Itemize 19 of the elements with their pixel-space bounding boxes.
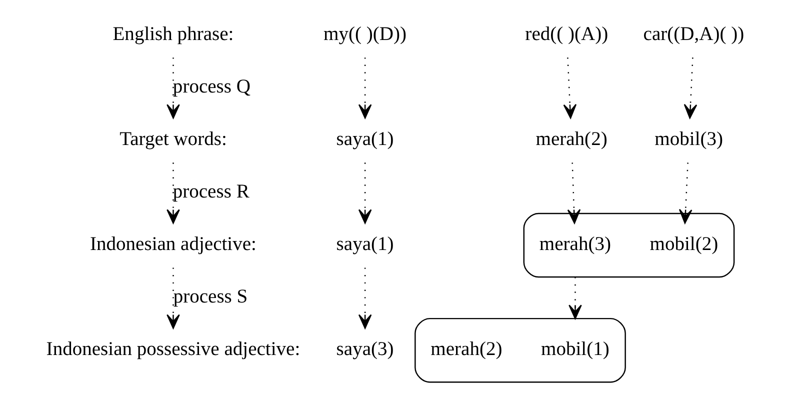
node-text: English phrase: <box>112 24 234 45</box>
edge-label: process R <box>172 181 249 202</box>
node-text: red(( )(A)) <box>524 24 608 45</box>
node-text: mobil(3) <box>654 128 723 150</box>
node-text: saya(1) <box>336 128 394 150</box>
node-text: merah(2) <box>535 128 607 150</box>
edge-label: process S <box>172 286 248 308</box>
node-text: Indonesian possessive adjective: <box>46 338 300 360</box>
node-text: saya(3) <box>336 338 394 360</box>
node-text: car((D,A)( )) <box>642 24 744 45</box>
edge-label: process Q <box>172 76 250 98</box>
node-text: saya(1) <box>336 234 394 255</box>
node-text: merah(2) <box>430 338 502 360</box>
node-text: merah(3) <box>538 234 611 255</box>
node-text: mobil(1) <box>540 338 609 360</box>
node-text: Target words: <box>119 128 226 150</box>
node-text: Indonesian adjective: <box>89 234 256 255</box>
node-text: mobil(2) <box>649 234 718 255</box>
node-text: my(( )(D)) <box>323 24 406 45</box>
